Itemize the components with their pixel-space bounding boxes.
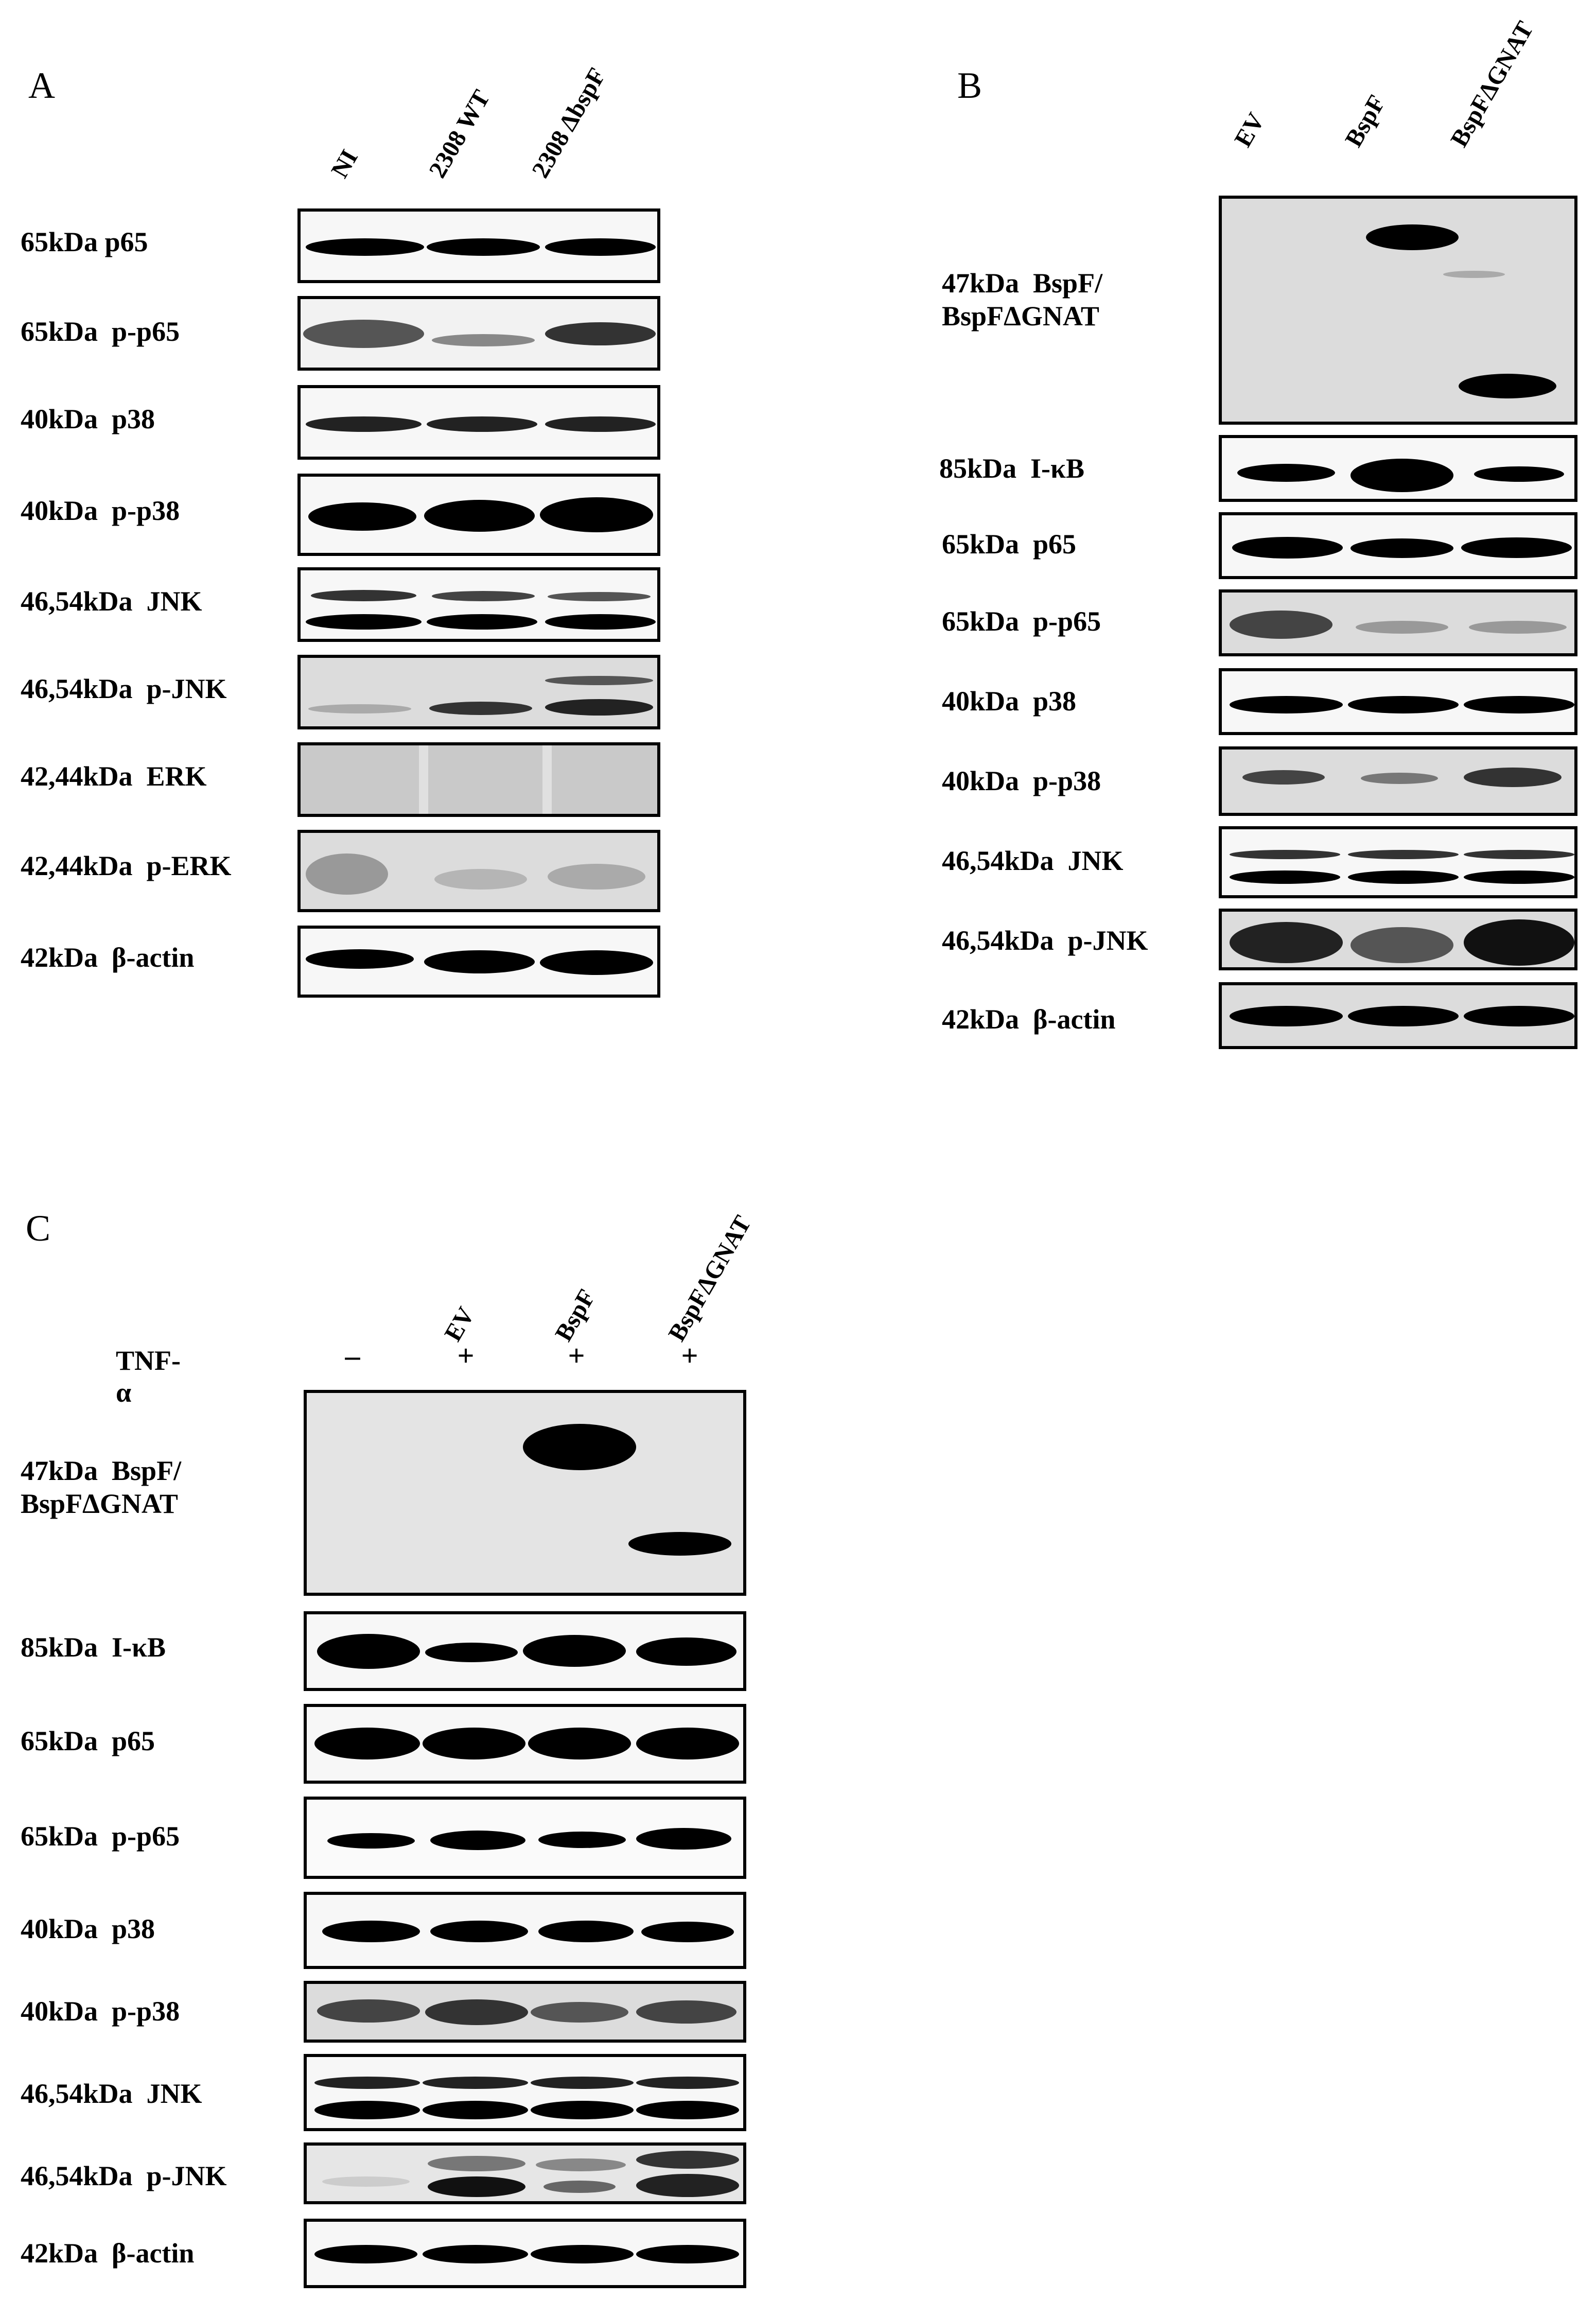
panel-a-blot-pjnk [297,655,660,729]
panel-a-row-label-erk: 42,44kDa ERK [21,761,207,792]
panel-a-row-label-pp38: 40kDa p-p38 [21,495,180,526]
panel-a-lane-ni: NI [326,145,363,183]
panel-b-lane-bspf-dgnat: BspFΔGNAT [1445,16,1539,152]
panel-a-blot-p65 [297,208,660,283]
panel-b-row-label-p38: 40kDa p38 [942,686,1077,717]
panel-c-row-label-pjnk: 46,54kDa p-JNK [21,2160,227,2191]
panel-b-blot-pp38 [1219,746,1577,816]
panel-c-blot-pp38 [304,1981,746,2043]
panel-a-row-label-actin: 42kDa β-actin [21,942,195,973]
panel-a-row-label-pp65: 65kDa p-p65 [21,316,180,347]
panel-b-row-label-bspf: 47kDa BspF/ BspFΔGNAT [942,268,1103,332]
panel-b-blot-ikb [1219,435,1577,502]
panel-c-row-label-pp65: 65kDa p-p65 [21,1821,180,1852]
panel-c-treatment-2: + [457,1339,475,1372]
panel-b-row-label-jnk: 46,54kDa JNK [942,845,1124,876]
panel-a-row-label-pjnk: 46,54kDa p-JNK [21,673,227,704]
panel-a-lane-wt: 2308 WT [424,85,496,183]
panel-c-treatment-1: – [345,1339,360,1372]
panel-a-blot-p38 [297,385,660,460]
panel-a-row-label-jnk: 46,54kDa JNK [21,586,202,617]
panel-c-lane-bspf: BspF [550,1284,601,1346]
panel-b-blot-p65 [1219,512,1577,579]
panel-c-blot-bspf [304,1390,746,1596]
panel-b-letter: B [957,65,983,106]
panel-b-blot-pjnk [1219,909,1577,970]
panel-a-blot-jnk [297,567,660,642]
panel-b-blot-actin [1219,982,1577,1049]
panel-a-blot-perk [297,830,660,912]
panel-c-treatment-3: + [568,1339,585,1372]
panel-b-blot-pp65 [1219,589,1577,656]
panel-a-blot-pp38 [297,474,660,556]
panel-c-lane-bspf-dgnat: BspFΔGNAT [663,1211,757,1346]
panel-c-treatment-label: TNF-α [116,1345,181,1408]
panel-a-row-label-p65: 65kDa p65 [21,226,148,257]
panel-c-letter: C [26,1208,51,1249]
panel-c-row-label-bspf: 47kDa BspF/ BspFΔGNAT [21,1455,182,1519]
panel-a-lane-dbspf: 2308 ΔbspF [527,63,611,183]
panel-a-blot-erk [297,742,660,817]
panel-b-row-label-pp38: 40kDa p-p38 [942,765,1101,796]
panel-a-row-label-p38: 40kDa p38 [21,404,155,434]
panel-b-row-label-pp65: 65kDa p-p65 [942,606,1101,637]
panel-b-row-label-p65: 65kDa p65 [942,529,1077,560]
panel-c-row-label-p65: 65kDa p65 [21,1726,155,1756]
panel-c-blot-ikb [304,1611,746,1691]
panel-c-blot-actin [304,2219,746,2288]
panel-c-blot-pjnk [304,2142,746,2204]
panel-b-lane-ev: EV [1229,108,1270,152]
panel-b-row-label-ikb: 85kDa I-κB [939,453,1085,484]
panel-a-blot-pp65 [297,296,660,371]
panel-b-row-label-actin: 42kDa β-actin [942,1004,1116,1035]
panel-c-row-label-pp38: 40kDa p-p38 [21,1996,180,2027]
panel-b-blot-p38 [1219,668,1577,735]
panel-b-blot-bspf [1219,196,1577,425]
panel-c-blot-jnk [304,2054,746,2131]
panel-c-blot-pp65 [304,1797,746,1879]
panel-c-row-label-jnk: 46,54kDa JNK [21,2078,202,2109]
panel-a-blot-actin [297,926,660,998]
panel-b-row-label-pjnk: 46,54kDa p-JNK [942,925,1148,956]
panel-a-row-label-perk: 42,44kDa p-ERK [21,850,232,881]
panel-b-lane-bspf: BspF [1340,90,1391,152]
panel-b-blot-jnk [1219,826,1577,898]
panel-c-row-label-p38: 40kDa p38 [21,1913,155,1944]
panel-c-blot-p65 [304,1704,746,1784]
panel-c-blot-p38 [304,1892,746,1969]
panel-c-row-label-actin: 42kDa β-actin [21,2238,195,2269]
panel-c-treatment-4: + [681,1339,698,1372]
panel-c-row-label-ikb: 85kDa I-κB [21,1632,166,1663]
panel-a-letter: A [28,65,55,106]
